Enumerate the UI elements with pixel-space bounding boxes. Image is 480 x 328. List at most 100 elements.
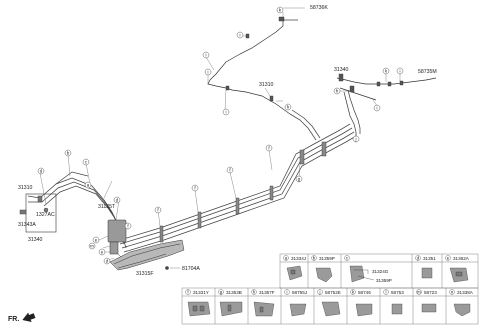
svg-text:h: h xyxy=(336,89,339,94)
svg-text:31334J: 31334J xyxy=(291,256,306,261)
callout-f-valve: f xyxy=(124,222,132,230)
part-number-31310-left: 31310 xyxy=(18,185,33,191)
svg-text:d: d xyxy=(106,259,109,264)
legend-cell-n: n 31338A xyxy=(449,289,474,295)
legend-cell-j: j 58752E xyxy=(317,289,341,295)
svg-text:f: f xyxy=(157,208,159,213)
callout-g: g xyxy=(295,175,303,183)
callout-i-upper-left: i xyxy=(202,51,210,59)
svg-text:c: c xyxy=(346,256,349,261)
svg-text:c: c xyxy=(85,160,88,165)
svg-text:i: i xyxy=(400,69,401,74)
callout-k-right: k xyxy=(382,67,390,75)
callout-leaders xyxy=(39,7,401,269)
svg-text:58746: 58746 xyxy=(358,290,371,295)
callout-d-left: d xyxy=(37,167,45,175)
svg-text:m: m xyxy=(417,290,421,295)
callout-f-1: f xyxy=(265,144,273,152)
legend-cell-a: a 31334J xyxy=(283,255,306,261)
svg-text:31362A: 31362A xyxy=(453,256,470,261)
svg-text:e: e xyxy=(447,256,450,261)
svg-text:g: g xyxy=(298,177,301,182)
svg-text:58755J: 58755J xyxy=(292,290,307,295)
svg-text:31331Y: 31331Y xyxy=(193,290,209,295)
callout-i-right: i xyxy=(396,67,404,75)
svg-text:m: m xyxy=(90,244,94,249)
svg-text:k: k xyxy=(352,290,355,295)
callout-h-top: h xyxy=(284,103,292,111)
svg-text:FR.: FR. xyxy=(8,316,19,323)
svg-text:i: i xyxy=(208,70,209,75)
svg-text:d: d xyxy=(116,198,119,203)
part-number-31310-top: 31310 xyxy=(259,82,274,88)
part-number-31125T: 31125T xyxy=(98,204,116,210)
callout-j: j xyxy=(352,135,360,143)
svg-text:31351: 31351 xyxy=(423,256,436,261)
svg-text:k: k xyxy=(385,69,388,74)
legend-part-illustration xyxy=(187,301,471,317)
callout-c: c xyxy=(82,158,90,166)
callout-d-bottom: d xyxy=(103,257,111,265)
callout-h-right: h xyxy=(333,87,341,95)
legend-cell-d: d 31351 xyxy=(415,255,436,261)
svg-text:31359P: 31359P xyxy=(319,256,335,261)
svg-text:a: a xyxy=(87,183,90,188)
svg-text:31338A: 31338A xyxy=(457,290,474,295)
callout-d-mid: d xyxy=(113,196,121,204)
svg-text:g: g xyxy=(220,290,223,295)
svg-text:f: f xyxy=(268,146,270,151)
svg-text:j: j xyxy=(319,290,321,295)
callout-i-lower: i xyxy=(222,108,230,116)
bolt xyxy=(165,266,169,270)
callout-f-2: f xyxy=(226,166,234,174)
svg-text:b: b xyxy=(67,151,70,156)
svg-text:i: i xyxy=(377,106,378,111)
callout-b: b xyxy=(64,149,72,157)
legend-cell-c: c 31324G 31359P xyxy=(344,255,392,283)
callout-e-top: e xyxy=(92,236,100,244)
legend-cell-e: e 31362A xyxy=(445,255,470,261)
front-arrow-icon xyxy=(22,312,36,323)
svg-text:h: h xyxy=(287,105,290,110)
part-number-1327AC: 1327AC xyxy=(36,212,55,218)
svg-text:e: e xyxy=(95,238,98,243)
callout-f-3: f xyxy=(191,184,199,192)
front-orientation-marker: FR. xyxy=(8,312,36,323)
left-fittings xyxy=(19,195,49,215)
svg-text:d: d xyxy=(40,169,43,174)
callout-k-top: k xyxy=(276,6,284,14)
legend-cell-f: f 31331Y xyxy=(185,289,209,295)
svg-text:d: d xyxy=(417,256,420,261)
pipe-protector-plate xyxy=(109,239,185,271)
svg-text:b: b xyxy=(313,256,316,261)
part-number-31340-top: 31340 xyxy=(334,67,349,73)
legend-cell-k: k 58746 xyxy=(350,289,371,295)
part-number-58735M: 58735M xyxy=(418,69,437,75)
callout-i-middle: i xyxy=(204,68,212,76)
svg-text:l: l xyxy=(386,290,387,295)
svg-text:k: k xyxy=(279,8,282,13)
callout-i-top: i xyxy=(236,31,244,39)
legend-cell-g: g 31353B xyxy=(218,289,242,295)
callout-i-right-lower: i xyxy=(373,104,381,112)
svg-text:f: f xyxy=(229,168,231,173)
svg-text:31359P: 31359P xyxy=(376,278,392,283)
svg-text:i: i xyxy=(226,110,227,115)
callout-a: a xyxy=(84,181,92,189)
svg-text:f: f xyxy=(194,186,196,191)
svg-text:i: i xyxy=(206,53,207,58)
svg-text:e: e xyxy=(101,250,104,255)
part-number-31343A: 31343A xyxy=(18,222,36,228)
svg-text:58753: 58753 xyxy=(391,290,404,295)
svg-text:i: i xyxy=(240,33,241,38)
legend-cell-b: b 31359P xyxy=(311,255,335,261)
svg-text:31357F: 31357F xyxy=(259,290,275,295)
callout-m: m xyxy=(88,242,96,250)
part-number-31315F: 31315F xyxy=(136,271,154,277)
svg-text:h: h xyxy=(253,290,256,295)
legend-table xyxy=(181,253,479,325)
svg-text:a: a xyxy=(285,256,288,261)
svg-text:i: i xyxy=(287,290,288,295)
part-number-81704A: 81704A xyxy=(182,266,200,272)
